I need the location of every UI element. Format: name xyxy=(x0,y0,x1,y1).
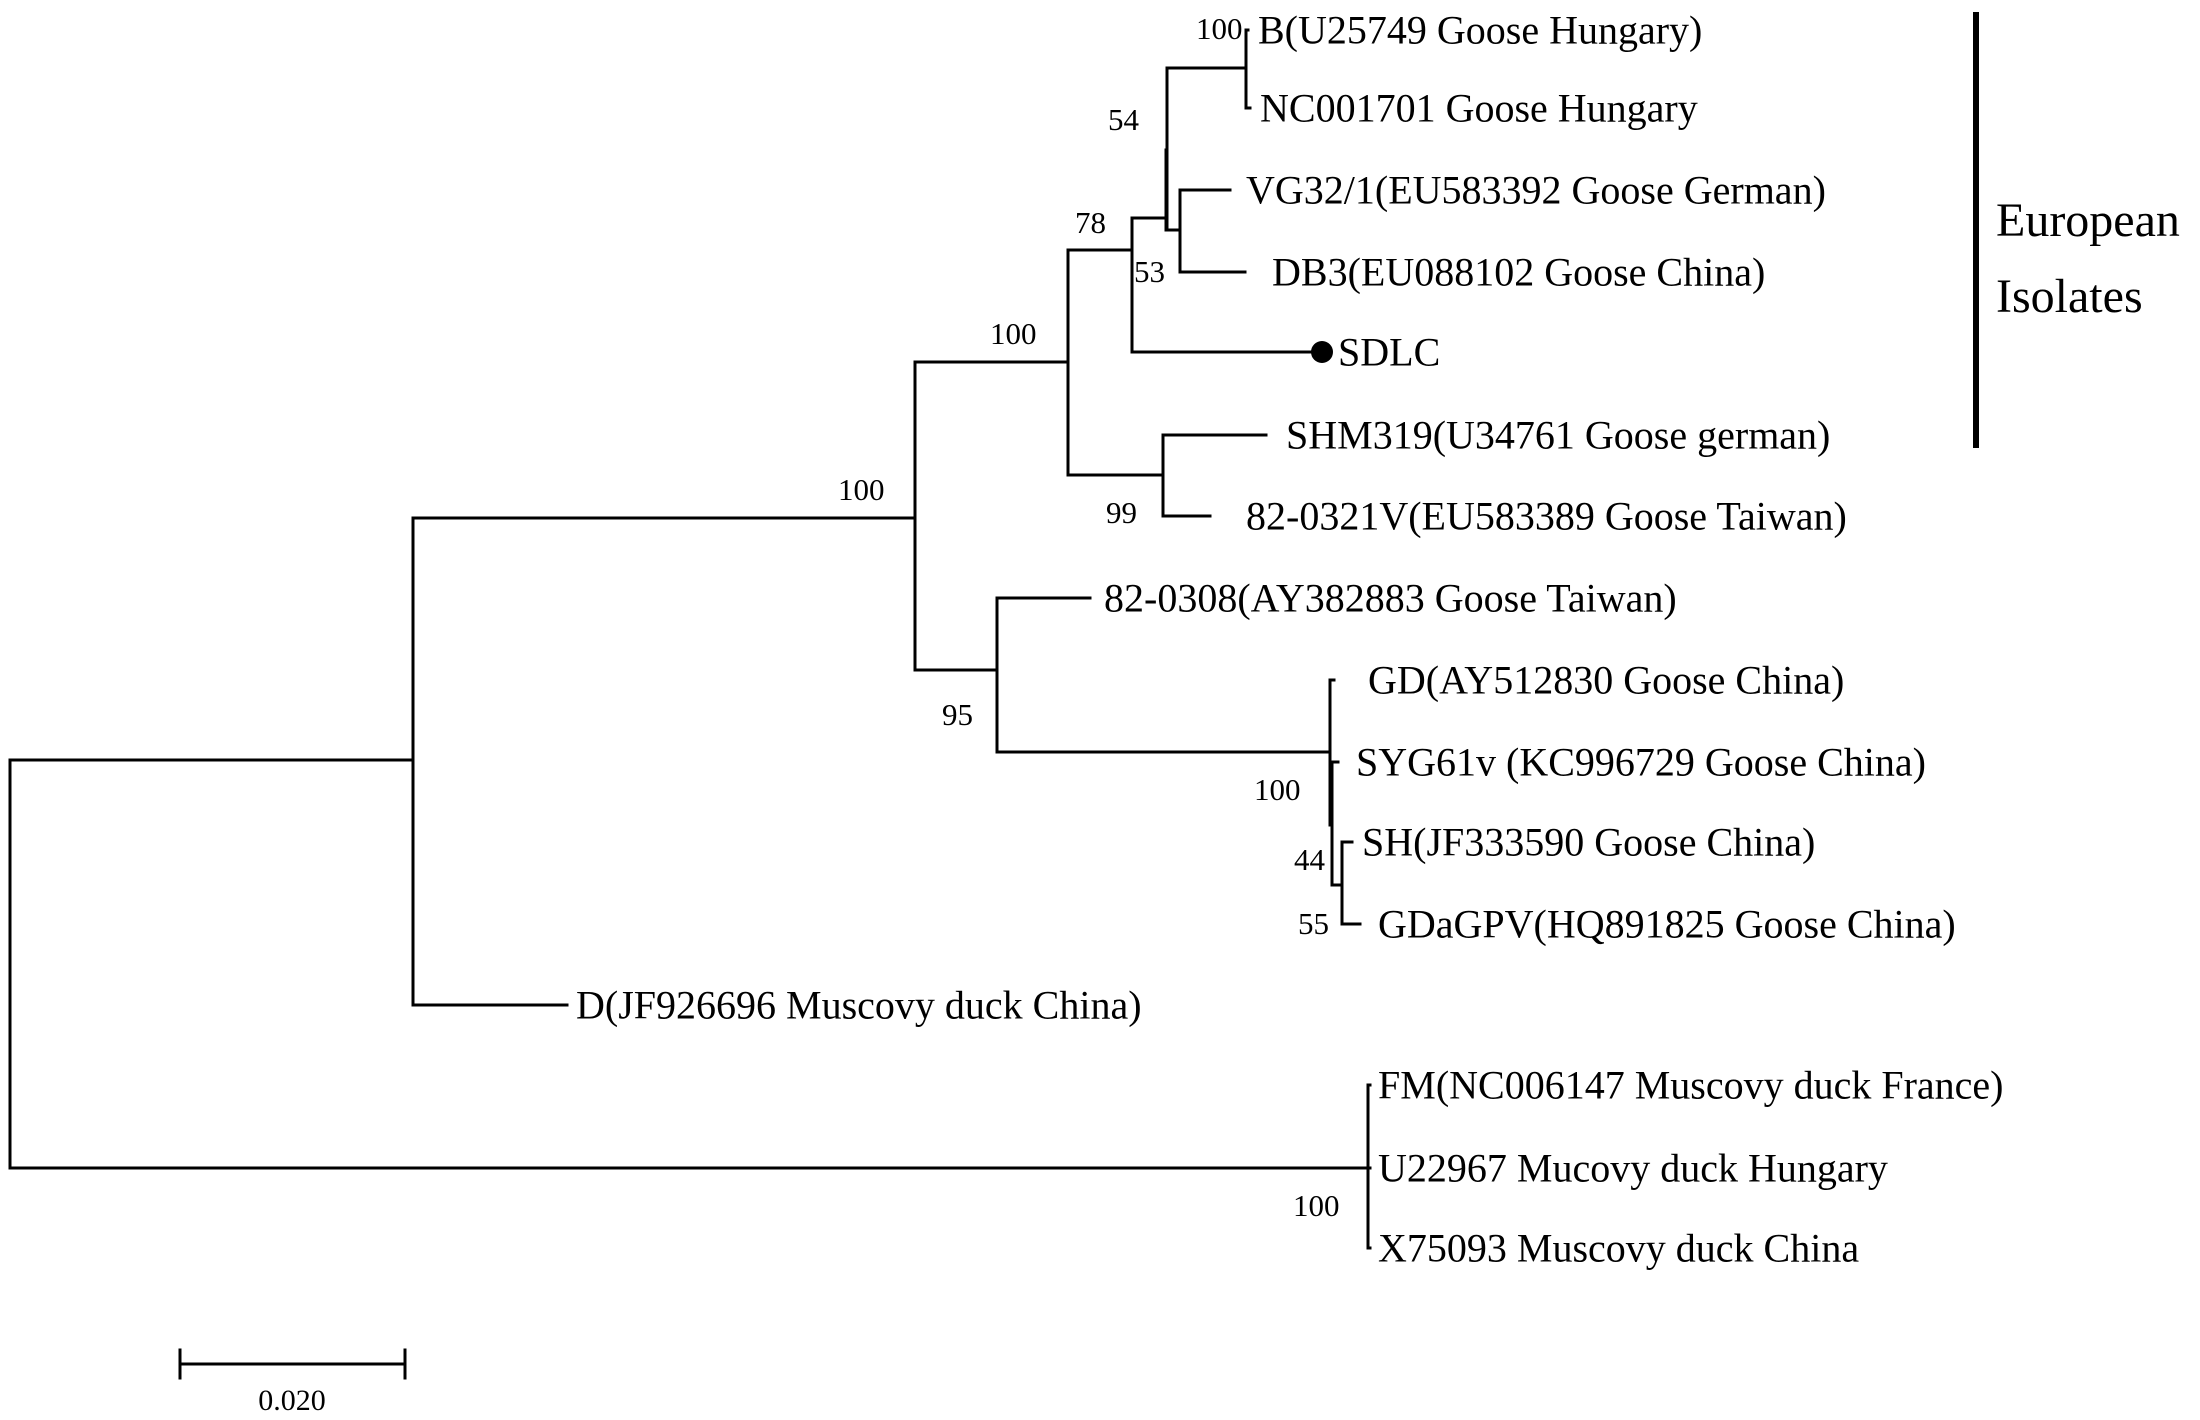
taxon-label: FM(NC006147 Muscovy duck France) xyxy=(1378,1063,2004,1108)
taxon-label: DB3(EU088102 Goose China) xyxy=(1272,250,1765,295)
taxon-label: B(U25749 Goose Hungary) xyxy=(1258,8,1702,53)
group-label-line2: Isolates xyxy=(1996,270,2143,323)
bootstrap-value: 100 xyxy=(838,472,885,507)
bootstrap-value: 54 xyxy=(1108,102,1140,137)
group-label-line1: European xyxy=(1996,194,2180,247)
sdlc-marker xyxy=(1311,341,1333,363)
taxon-label: 82-0321V(EU583389 Goose Taiwan) xyxy=(1246,494,1847,539)
bootstrap-value: 53 xyxy=(1134,254,1165,289)
taxon-labels: B(U25749 Goose Hungary) NC001701 Goose H… xyxy=(576,8,2004,1271)
bootstrap-value: 95 xyxy=(942,697,973,732)
scale-bar-label: 0.020 xyxy=(258,1384,326,1417)
taxon-label: SH(JF333590 Goose China) xyxy=(1362,820,1815,865)
bootstrap-values: 100 54 78 53 100 99 100 95 100 44 55 100 xyxy=(838,11,1340,1223)
taxon-label: X75093 Muscovy duck China xyxy=(1378,1226,1859,1271)
bootstrap-value: 100 xyxy=(990,316,1037,351)
bootstrap-value: 100 xyxy=(1196,11,1243,46)
taxon-label: D(JF926696 Muscovy duck China) xyxy=(576,983,1142,1028)
bootstrap-value: 55 xyxy=(1298,906,1329,941)
taxon-label: VG32/1(EU583392 Goose German) xyxy=(1246,168,1826,213)
scale-bar: 0.020 xyxy=(178,1348,407,1417)
taxon-label: SHM319(U34761 Goose german) xyxy=(1286,413,1830,458)
bootstrap-value: 44 xyxy=(1294,842,1326,877)
taxon-label: NC001701 Goose Hungary xyxy=(1260,86,1698,131)
bootstrap-value: 100 xyxy=(1254,772,1301,807)
bootstrap-value: 78 xyxy=(1075,205,1106,240)
taxon-label: 82-0308(AY382883 Goose Taiwan) xyxy=(1104,576,1677,621)
tree-branches xyxy=(8,28,1372,1250)
taxon-label: SDLC xyxy=(1338,330,1440,375)
taxon-label: SYG61v (KC996729 Goose China) xyxy=(1356,740,1926,785)
taxon-label: GDaGPV(HQ891825 Goose China) xyxy=(1378,902,1956,947)
bootstrap-value: 100 xyxy=(1293,1188,1340,1223)
bootstrap-value: 99 xyxy=(1106,495,1137,530)
taxon-label: GD(AY512830 Goose China) xyxy=(1368,658,1844,703)
taxon-label: U22967 Mucovy duck Hungary xyxy=(1378,1146,1888,1191)
